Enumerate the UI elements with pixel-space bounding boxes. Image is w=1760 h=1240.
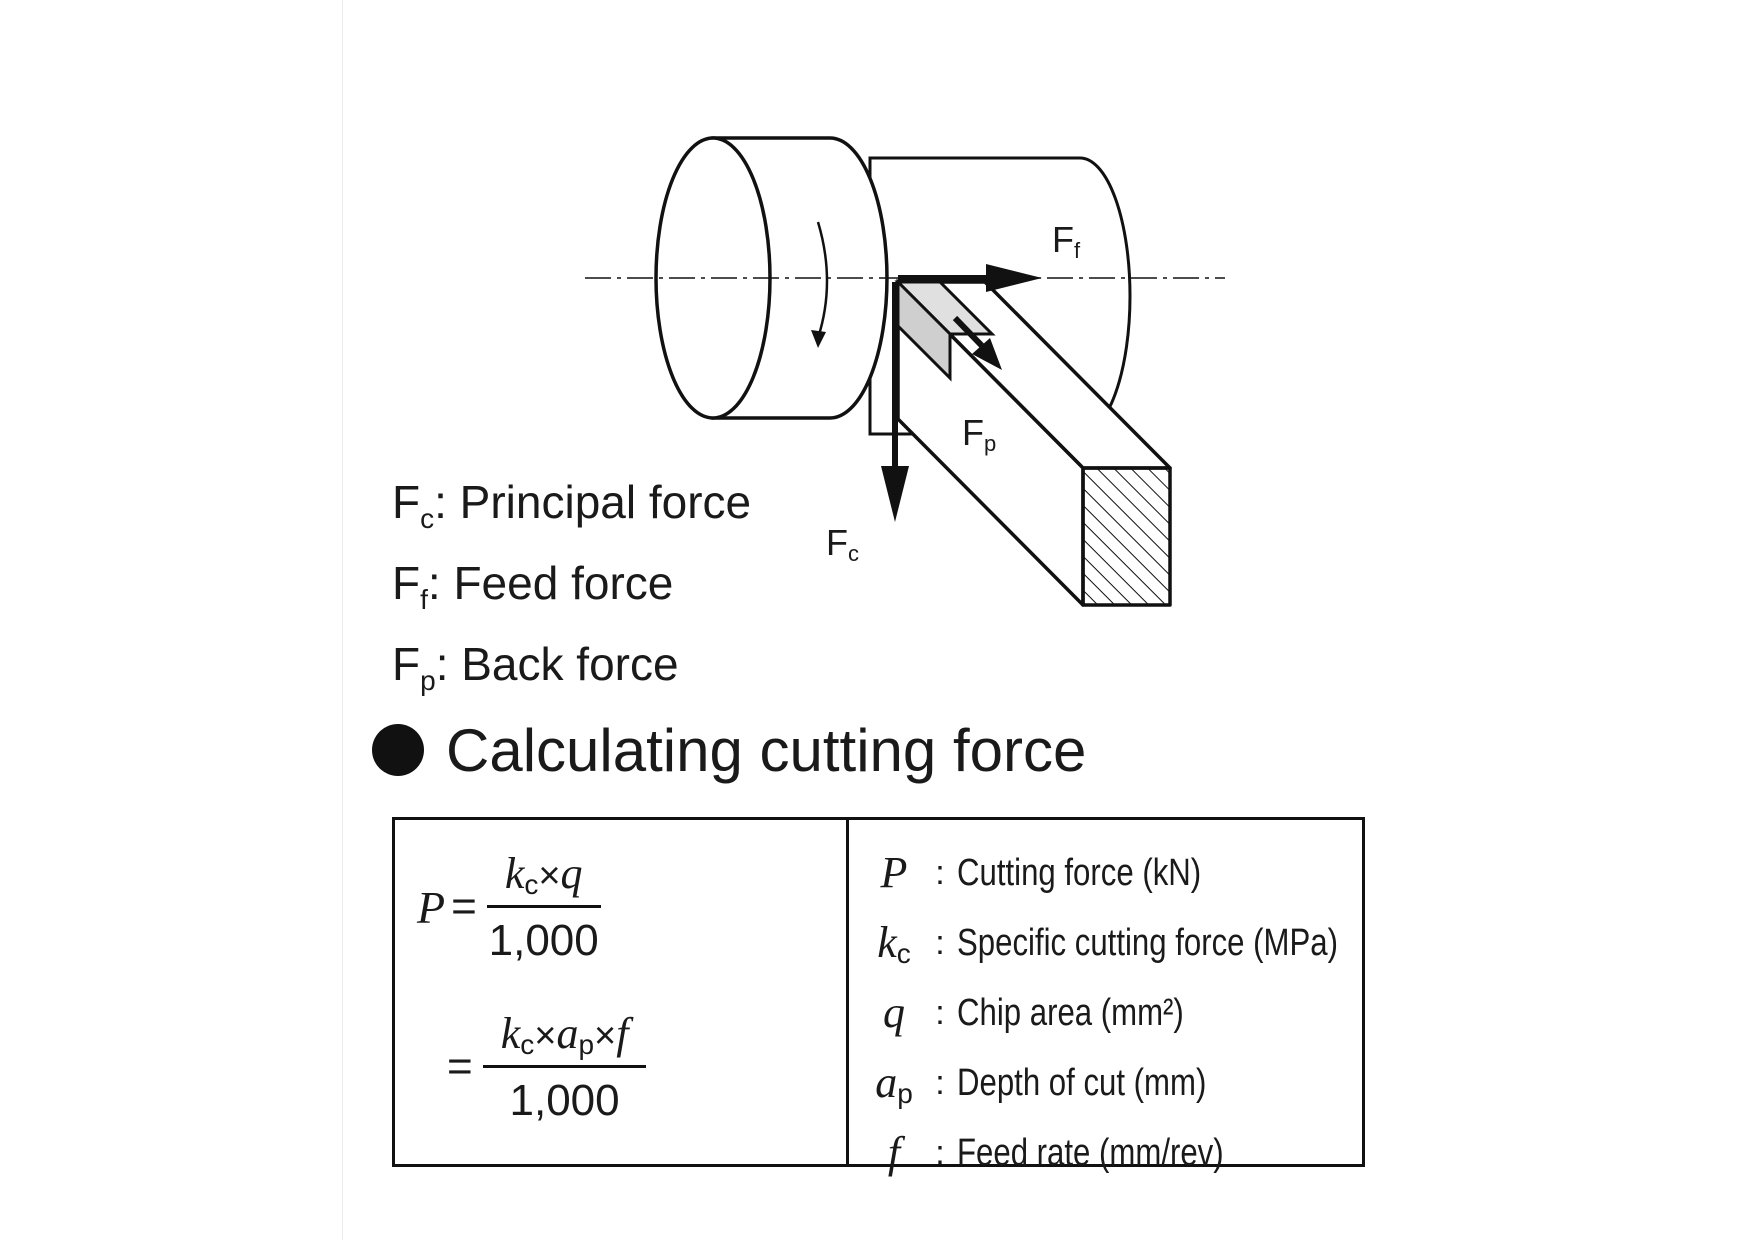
force-legend: Fc: Principal force Ff: Feed force Fp: B…: [392, 470, 751, 713]
formula-line-2: = kc×ap×f 1,000: [447, 1008, 647, 1126]
legend-item-back: Fp: Back force: [392, 638, 679, 696]
fraction-bar-1: [486, 905, 601, 908]
principal-force-arrow: [881, 282, 909, 522]
tool-tip-insert: [894, 278, 996, 382]
numerator-2: kc×ap×f: [500, 1009, 629, 1060]
formula-box: P = kc×q 1,000 = kc×ap×f 1,000 P : Cutti…: [392, 817, 1365, 1177]
definition-row: f : Feed rate (mm/rev): [887, 1127, 1224, 1177]
back-force-label: Fp: [962, 412, 997, 456]
numerator-1: kc×q: [504, 849, 583, 900]
rotation-direction-arrow: [811, 221, 829, 348]
denominator-1: 1,000: [488, 916, 599, 965]
box-divider: [846, 820, 849, 1164]
definition-row: q : Chip area (mm²): [883, 987, 1184, 1037]
definition-row: ap : Depth of cut (mm): [875, 1057, 1207, 1109]
heading-text: Calculating cutting force: [446, 716, 1087, 784]
definition-row: P : Cutting force (kN): [880, 847, 1202, 897]
fraction-1: kc×q 1,000: [486, 848, 601, 966]
fraction-bar-2: [482, 1065, 647, 1068]
feed-force-label: Ff: [1052, 219, 1081, 263]
denominator-2: 1,000: [509, 1076, 620, 1125]
equals-sign-2: =: [447, 1042, 473, 1091]
formula-lhs: P: [417, 881, 446, 933]
bullet-icon: [372, 724, 424, 776]
equals-sign-1: =: [451, 882, 477, 931]
variable-definitions: P : Cutting force (kN) kc : Specific cut…: [865, 838, 1422, 1188]
formula-line-1: P = kc×q 1,000: [417, 848, 601, 966]
page-edge-line: [342, 0, 343, 1240]
legend-item-feed: Ff: Feed force: [392, 557, 674, 615]
fraction-2: kc×ap×f 1,000: [482, 1008, 647, 1126]
principal-force-label: Fc: [826, 522, 859, 566]
feed-force-arrow: [898, 264, 1042, 292]
cutting-force-diagram: [585, 136, 1225, 607]
back-force-arrow: [952, 315, 1002, 370]
definition-row: kc : Specific cutting force (MPa): [877, 917, 1338, 969]
legend-item-principal: Fc: Principal force: [392, 476, 752, 534]
section-heading: Calculating cutting force: [372, 715, 1086, 785]
